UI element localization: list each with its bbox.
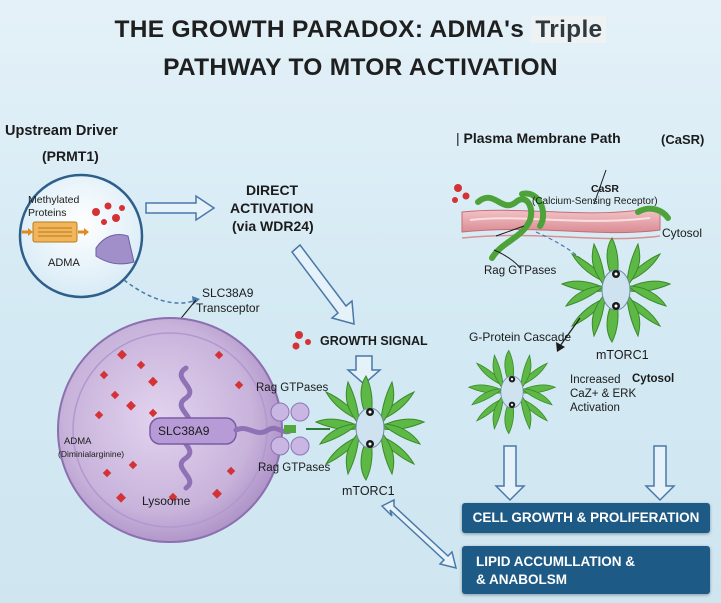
cytosol-label: Cytosol (662, 226, 702, 240)
bidirectional-arrow (382, 500, 456, 568)
upstream-adma-label: ADMA (48, 257, 80, 269)
mtorc1-gprotein (469, 350, 555, 433)
direct-diagonal-arrow (292, 245, 354, 324)
rag-top-label: Rag GTPases (256, 382, 328, 394)
plasma-membrane (462, 210, 660, 233)
slc38a9-label: SLC38A9 (158, 424, 209, 438)
casr-label: CaSR (591, 183, 619, 195)
casr-tag: (CaSR) (661, 132, 704, 147)
ca-erk-label: CaZ+ & ERK (570, 388, 636, 400)
mtorc1-right (562, 238, 670, 342)
mtorc1-right-label: mTORC1 (596, 348, 649, 362)
lysosome-label: Lysoome (142, 494, 190, 508)
cell-growth-banner: CELL GROWTH & PROLIFERATION (462, 503, 710, 533)
cytosol2-label: Cytosol (632, 373, 674, 385)
transceptor-line1: SLC38A9 (202, 286, 253, 300)
growth-signal-label: GROWTH SIGNAL (320, 334, 428, 348)
lysosome-adma-2: (Diminialarginine) (58, 449, 124, 459)
transceptor-line2: Transceptor (196, 301, 260, 315)
direct-arrow (146, 196, 214, 220)
membrane-heading-wrap: | Plasma Membrane Path (456, 130, 621, 146)
direct-line1: DIRECT (246, 182, 298, 198)
lipid-banner-line2: & ANABOLSM (476, 572, 567, 587)
lysosome-adma-1: ADMA (64, 436, 91, 447)
methylated-label-2: Proteins (28, 207, 67, 219)
rag-bottom-label: Rag GTPases (258, 462, 330, 474)
lipid-banner: LIPID ACCUMLLATION & & ANABOLSM (462, 546, 710, 594)
membrane-heading: Plasma Membrane Path (464, 130, 621, 146)
direct-line2: ACTIVATION (230, 200, 313, 216)
lipid-banner-line1: LIPID ACCUMLLATION & (476, 554, 635, 569)
mtorc1-center (316, 376, 424, 480)
upstream-sub: (PRMT1) (42, 148, 99, 164)
increased-label: Increased (570, 374, 621, 386)
activation-label: Activation (570, 402, 620, 414)
methylated-label-1: Methylated (28, 194, 79, 206)
direct-line3: (via WDR24) (232, 218, 314, 234)
mtorc1-center-label: mTORC1 (342, 484, 395, 498)
g-protein-label: G-Protein Cascade (469, 330, 571, 344)
membrane-rag-label: Rag GTPases (484, 265, 556, 277)
membrane-divider: | (456, 130, 464, 146)
casr-full-label: (Calcium-Sensing Receptor) (532, 196, 658, 207)
upstream-heading: Upstream Driver (5, 123, 118, 139)
